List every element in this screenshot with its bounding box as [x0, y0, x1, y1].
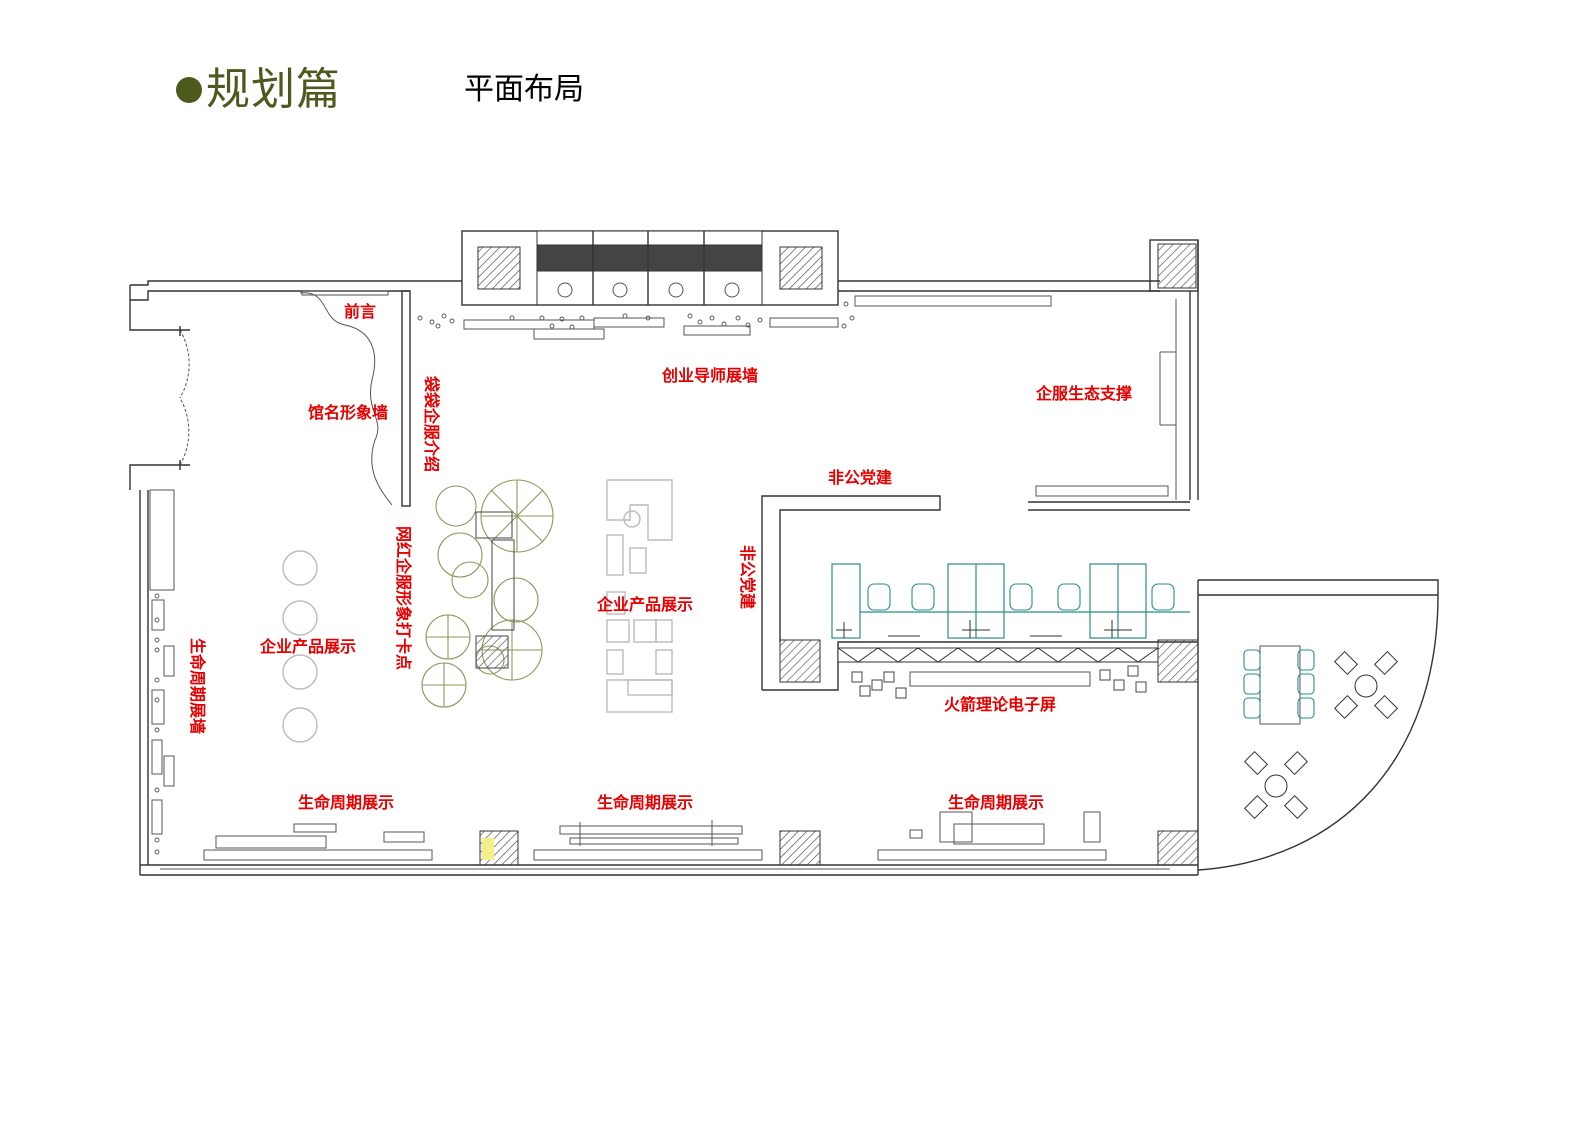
top-entrance-block — [461, 230, 839, 306]
label-lifecycle-1: 生命周期展示 — [298, 793, 394, 812]
label-party-building: 非公党建 — [828, 468, 892, 487]
label-mentor-wall: 创业导师展墙 — [661, 366, 758, 385]
label-product-display-center: 企业产品展示 — [596, 595, 693, 614]
label-eco-support: 企服生态支撑 — [1035, 384, 1132, 403]
label-lifecycle-wall: 生命周期展墙 — [188, 638, 207, 734]
label-lifecycle-2: 生命周期展示 — [597, 793, 693, 812]
influencer-spot-trees — [421, 479, 554, 708]
center-product-display — [606, 479, 673, 713]
label-preface: 前言 — [344, 302, 376, 321]
lifecycle-counters — [203, 811, 1107, 861]
columns — [479, 243, 1199, 866]
label-intro: 袋袋企服介绍 — [422, 375, 441, 472]
page-subtitle: 平面布局 — [464, 72, 584, 107]
plan-labels: 前言 馆名形象墙 袋袋企服介绍 网红企服形象打卡点 创业导师展墙 企服生态支撑 … — [188, 302, 1132, 812]
label-rocket-screen: 火箭理论电子屏 — [944, 695, 1056, 714]
label-hall-name-wall: 馆名形象墙 — [308, 403, 388, 422]
balcony-furniture — [1243, 645, 1399, 820]
label-lifecycle-3: 生命周期展示 — [948, 793, 1044, 812]
entrance-door — [140, 326, 190, 470]
header-bullet-icon — [176, 77, 202, 103]
outer-walls — [129, 239, 1439, 876]
page-title: 规划篇 — [206, 64, 341, 115]
mentor-wall-furniture — [417, 301, 855, 340]
label-product-display-left: 企业产品展示 — [259, 637, 356, 656]
office-workstations — [831, 563, 1190, 639]
lifecycle-wall-fixtures — [149, 489, 175, 855]
label-party-building-vertical: 非公党建 — [738, 545, 757, 609]
rocket-screen-fixture — [837, 647, 1159, 699]
product-display-pedestals — [282, 550, 318, 743]
label-influencer-spot: 网红企服形象打卡点 — [394, 526, 413, 670]
interior-partitions — [299, 290, 1198, 691]
